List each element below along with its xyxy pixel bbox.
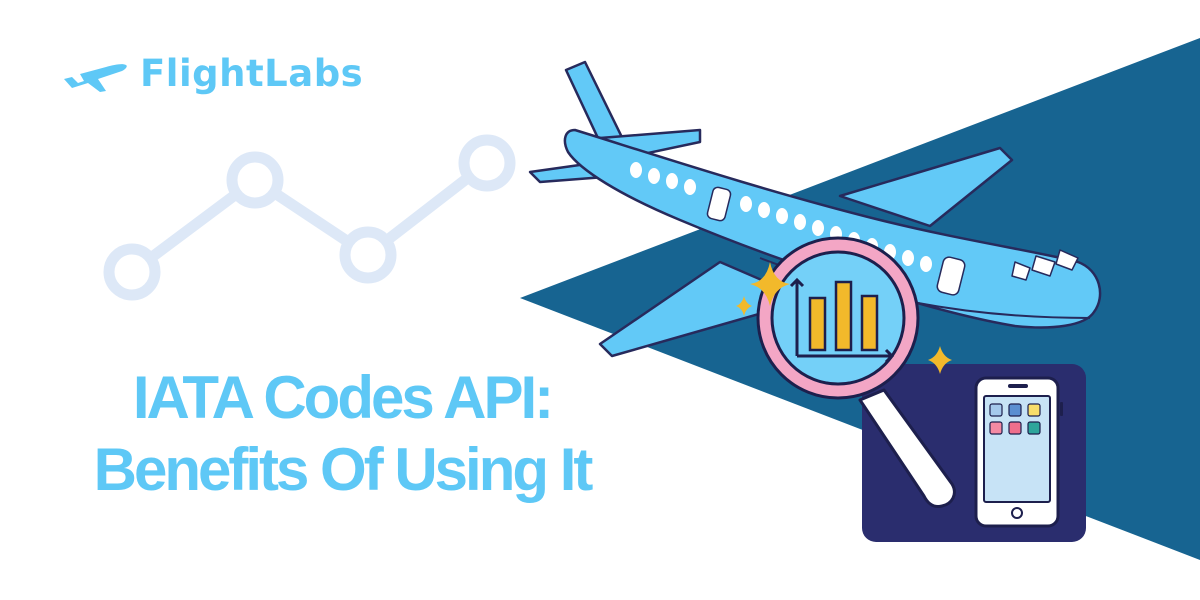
smartphone-icon [974, 376, 1063, 528]
line-graph-decoration [103, 134, 516, 301]
brand-name: FlightLabs [140, 51, 364, 95]
brand-logo: FlightLabs [62, 48, 363, 98]
headline-line-1: IATA Codes API: [132, 364, 554, 431]
airplane-icon [64, 64, 127, 92]
bar-chart-icon [789, 277, 895, 364]
headline-line-2: Benefits Of Using It [93, 436, 594, 503]
page-title: IATA Codes API: Benefits Of Using It [62, 362, 622, 506]
sparkle-icon [736, 262, 952, 374]
